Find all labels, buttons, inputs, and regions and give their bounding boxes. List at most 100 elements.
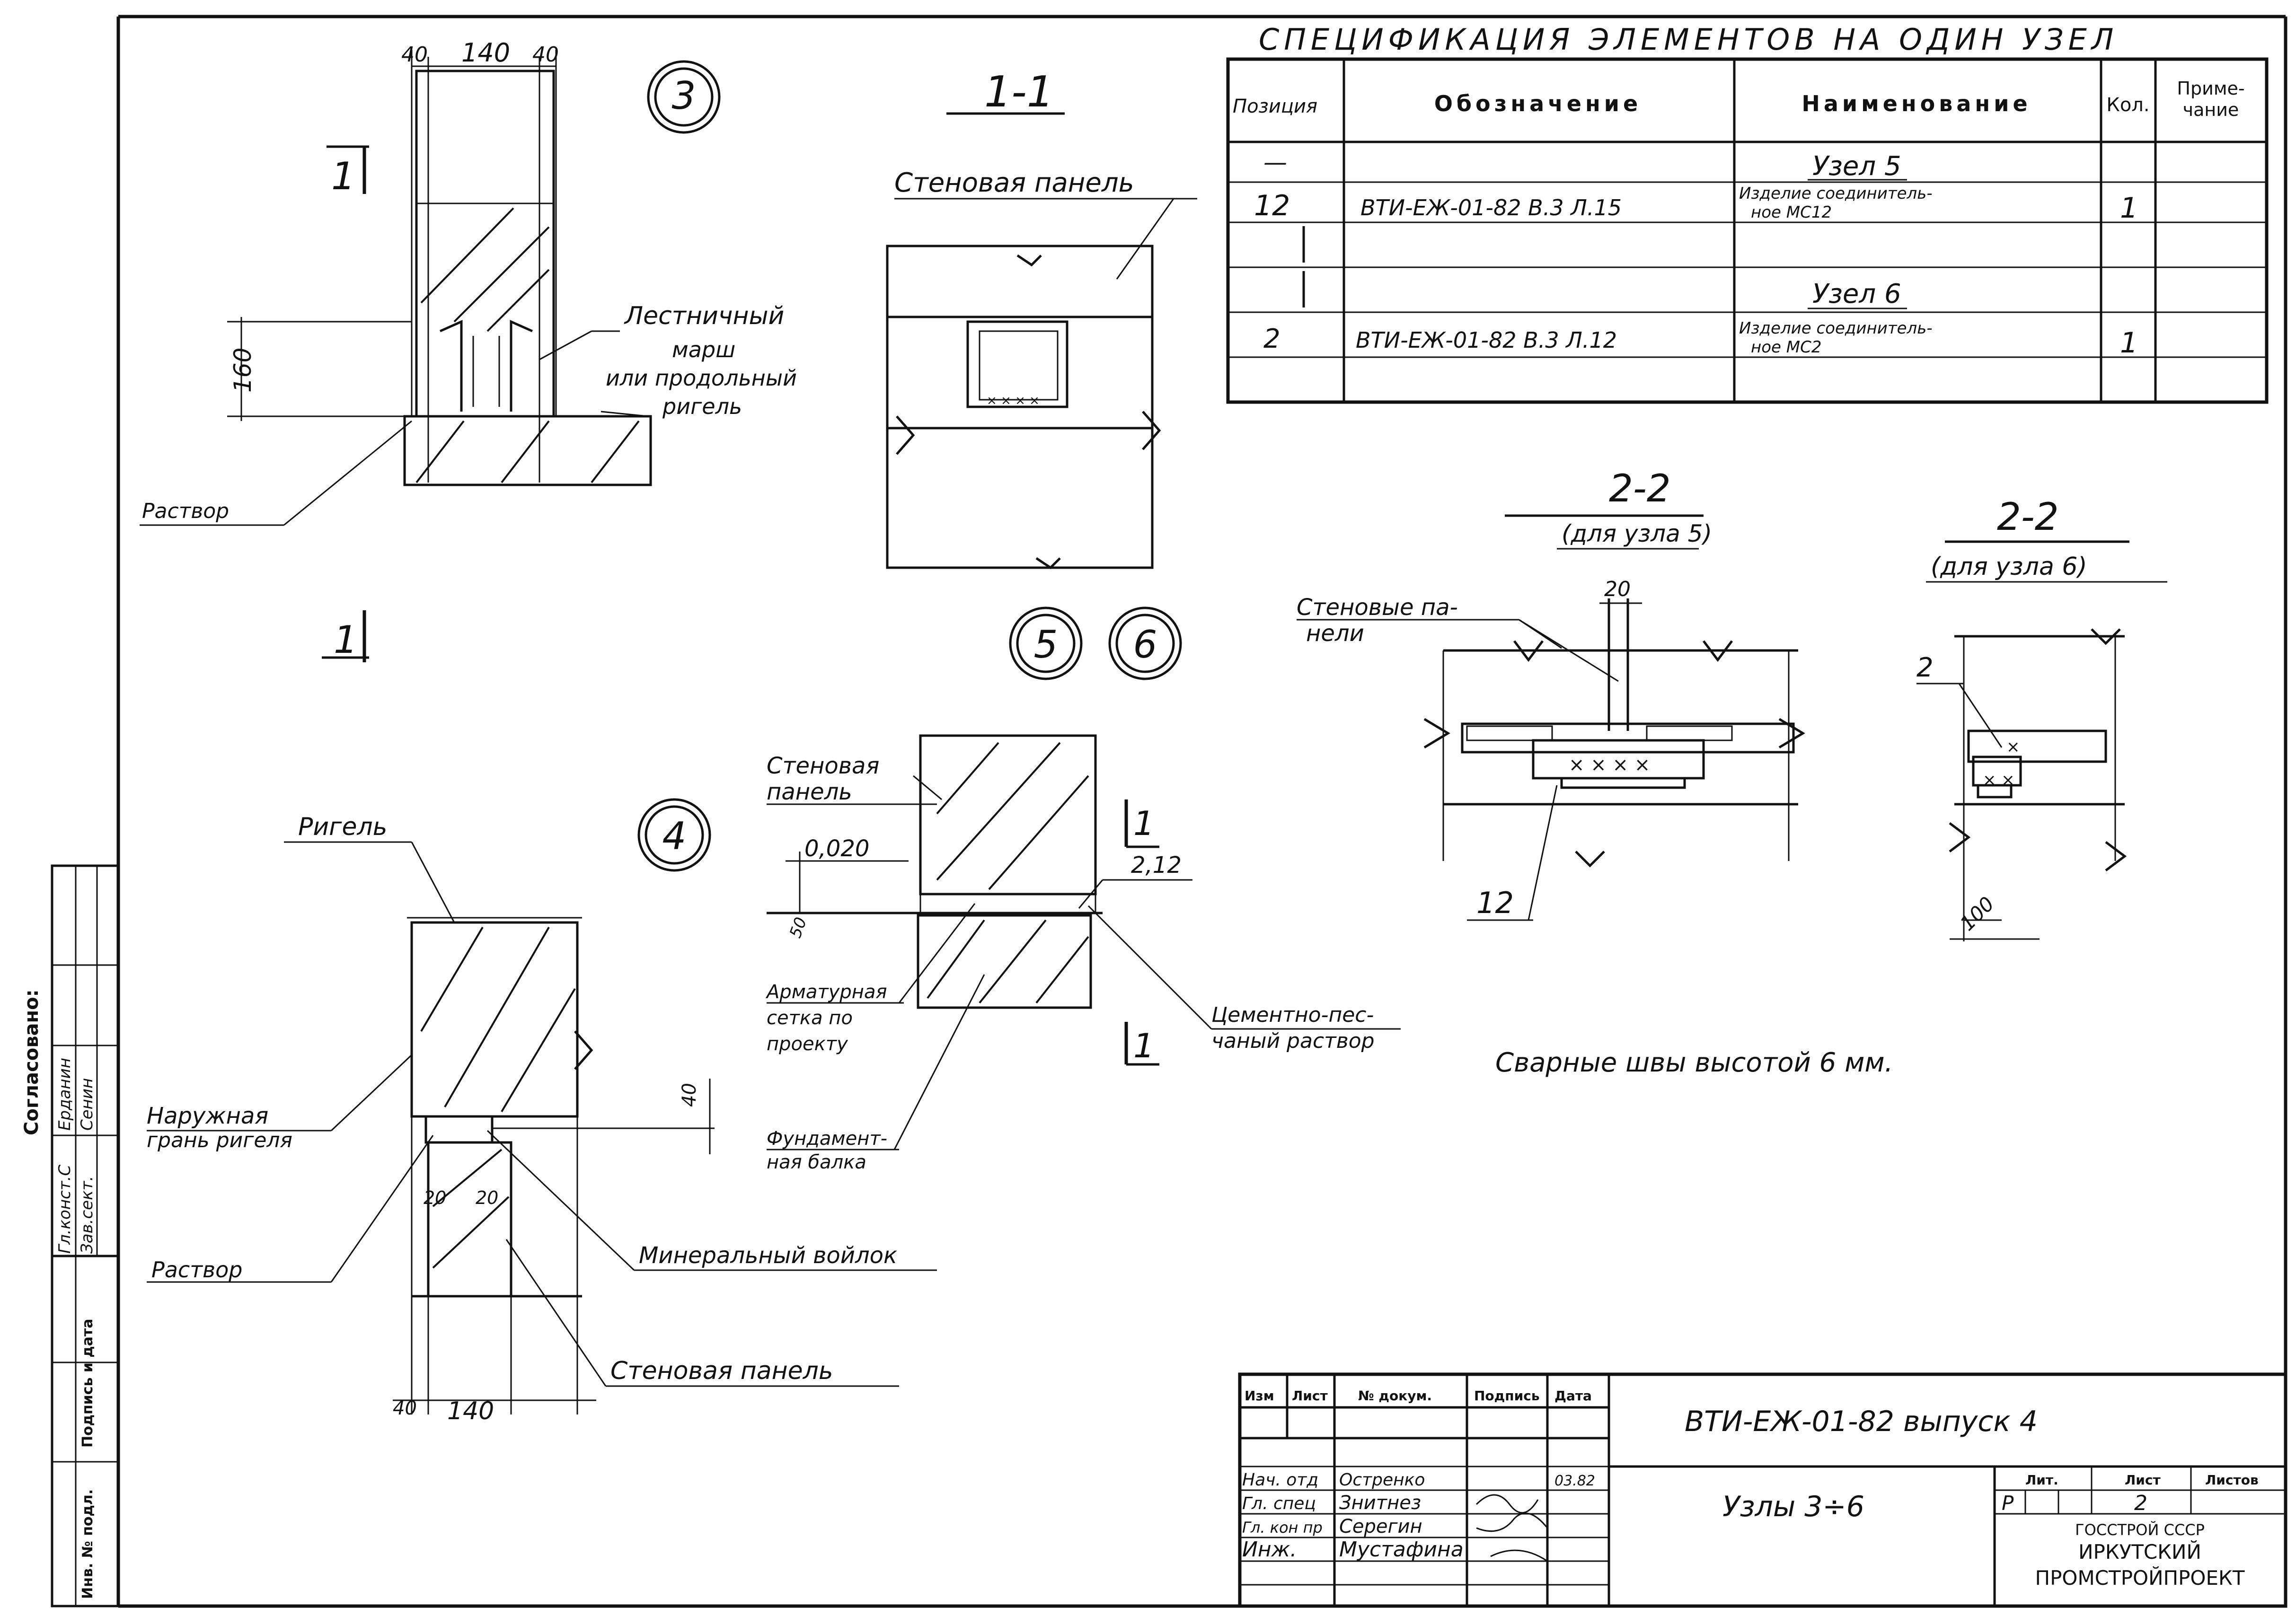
side-stamp: Согласовано: Гл.конст.С Зав.сект. Ердани… <box>21 864 120 1607</box>
node-4-label-rigel: Ригель <box>298 813 387 841</box>
spec-col-code: Обозначение <box>1434 91 1642 116</box>
tb-org-3: ПРОМСТРОЙПРОЕКТ <box>2035 1566 2245 1590</box>
side-name1: Ерданин <box>55 1058 74 1131</box>
node-56-label-panel-2: панель <box>767 779 852 805</box>
tb-name: Узлы 3÷6 <box>1722 1490 1864 1523</box>
node-5-6-drawing: Стеновая панель 0,020 50 2,12 <box>765 734 1401 1173</box>
node-4-label-outer-1: Наружная <box>147 1103 268 1129</box>
section-2-2-node5: 2-2 (для узла 5) Стеновые па- нели 20 × … <box>1297 466 1805 921</box>
svg-text:× × × ×: × × × × <box>1569 754 1650 776</box>
tb-stage-h: Лит. <box>2025 1472 2058 1488</box>
node-56-elev-2: 2,12 <box>1131 852 1182 878</box>
tb-person-name: Знитнез <box>1339 1492 1421 1514</box>
section-22a-subtitle: (для узла 5) <box>1562 520 1712 547</box>
node-4-label-panel: Стеновая панель <box>610 1357 833 1385</box>
tb-code: ВТИ-ЕЖ-01-82 выпуск 4 <box>1685 1405 2038 1438</box>
tb-signature <box>1475 1494 1548 1562</box>
tb-sheet: 2 <box>2134 1491 2147 1515</box>
node-56-elev-1: 0,020 <box>804 835 869 862</box>
node-3-cut-mark-2: 1 <box>334 618 358 662</box>
spec-row-name: Узел 6 <box>1812 279 1901 309</box>
spec-row-qty: 1 <box>2120 326 2138 360</box>
node-4-label-outer-2: грань ригеля <box>147 1128 292 1152</box>
node-4-circle-label: 4 <box>662 814 687 858</box>
tb-h-doc: № докум. <box>1358 1388 1432 1404</box>
node-56-cut-bot: 1 <box>1133 1027 1155 1065</box>
node-3-label-stair-3: или продольный <box>606 365 797 391</box>
tb-person-role: Инж. <box>1242 1537 1297 1562</box>
tb-person-name: Серегин <box>1339 1516 1422 1537</box>
node-4-dim-140: 140 <box>447 1397 494 1425</box>
node-3-label-mortar: Раствор <box>142 499 229 523</box>
tb-sheet-h: Лист <box>2125 1472 2161 1488</box>
node-56-label-cement-2: чаный раствор <box>1211 1029 1375 1053</box>
section-1-1-drawing: 1-1 Стеновая панель × × × × <box>886 67 1197 570</box>
tb-org-1: ГОССТРОЙ СССР <box>2075 1521 2205 1539</box>
side-name2: Сенин <box>78 1078 97 1131</box>
side-row2: Зав.сект. <box>78 1176 97 1254</box>
node-3-label-stair-4: ригель <box>662 394 742 419</box>
node-5-6-circles: 5 6 <box>1009 606 1182 680</box>
spec-row-name: Изделие соединитель- <box>1739 184 1933 203</box>
node-56-label-mesh-1: Арматурная <box>765 981 887 1003</box>
node-3-label-stair-2: марш <box>672 337 735 362</box>
spec-row-name2: ное МС12 <box>1751 203 1832 222</box>
section-22a-label-panels-1: Стеновые па- <box>1297 594 1458 621</box>
spec-row-pos: 2 <box>1263 324 1280 354</box>
tb-person-role: Гл. спец <box>1242 1494 1316 1513</box>
node-4-drawing: 4 Ригель 40 20 20 40 <box>147 798 937 1425</box>
node-56-label-mesh-3: проекту <box>767 1033 848 1055</box>
tb-stage: Р <box>2002 1492 2014 1515</box>
side-agreed: Согласовано: <box>21 989 43 1135</box>
spec-row-code: ВТИ-ЕЖ-01-82 В.3 Л.15 <box>1360 195 1622 220</box>
node-4-dim-20b: 20 <box>476 1187 498 1208</box>
spec-col-pos: Позиция <box>1233 96 1317 117</box>
spec-col-qty: Кол. <box>2106 94 2149 116</box>
section-22b-dim-100: 100 <box>1955 892 1998 935</box>
node-5-circle-label: 5 <box>1034 623 1058 667</box>
tb-h-izm: Изм <box>1245 1388 1274 1404</box>
node-4-dim-20a: 20 <box>424 1187 446 1208</box>
svg-text:× ×: × × <box>1983 771 2015 790</box>
section-22a-title: 2-2 <box>1609 466 1671 510</box>
tb-person-name: Остренко <box>1339 1470 1425 1490</box>
tb-sheets-h: Листов <box>2205 1472 2259 1488</box>
section-22b-pos: 2 <box>1916 652 1934 683</box>
side-sign-date: Подпись и дата <box>79 1319 96 1448</box>
svg-text:×: × <box>2006 738 2020 756</box>
side-row1: Гл.конст.С <box>55 1165 74 1254</box>
sheet-frame <box>116 15 2287 1608</box>
spec-col-name: Наименование <box>1801 91 2031 116</box>
section-22a-pos: 12 <box>1476 886 1514 920</box>
node-3-dim-140: 140 <box>461 38 510 68</box>
node-6-circle-label: 6 <box>1133 623 1157 667</box>
node-56-cut-top: 1 <box>1133 804 1155 843</box>
spec-row-name2: ное МС2 <box>1751 338 1821 357</box>
spec-row-name: Узел 5 <box>1812 151 1901 182</box>
tb-person-date: 03.82 <box>1554 1473 1595 1489</box>
node-3-circle-label: 3 <box>672 74 696 118</box>
section-1-1-label-panel: Стеновая панель <box>894 167 1134 198</box>
section-22b-subtitle: (для узла 6) <box>1931 553 2087 581</box>
tb-org-2: ИРКУТСКИЙ <box>2078 1540 2201 1563</box>
tb-h-list: Лист <box>1292 1388 1328 1404</box>
node-3-drawing: 3 40 140 40 160 <box>140 38 797 662</box>
node-3-dim-40b: 40 <box>532 43 559 67</box>
node-56-label-mesh-2: сетка по <box>767 1007 853 1029</box>
node-4-label-wool: Минеральный войлок <box>639 1242 897 1269</box>
side-inv: Инв. № подл. <box>79 1489 96 1599</box>
section-22b-title: 2-2 <box>1997 495 2059 539</box>
spec-row-name: Изделие соединитель- <box>1739 319 1933 338</box>
spec-row-code: ВТИ-ЕЖ-01-82 В.3 Л.12 <box>1356 327 1617 353</box>
node-4-dim-40: 40 <box>679 1083 700 1107</box>
section-22a-dim-20: 20 <box>1604 577 1631 601</box>
node-3-label-stair: Лестничный <box>624 302 784 330</box>
tb-person-role: Гл. кон пр <box>1242 1519 1323 1537</box>
spec-row-pos: — <box>1263 149 1287 176</box>
node-4-dim-40b: 40 <box>393 1397 417 1419</box>
spec-col-note1: Приме- <box>2177 78 2244 99</box>
node-56-label-found-2: ная балка <box>767 1151 866 1173</box>
weld-note: Сварные швы высотой 6 мм. <box>1495 1047 1893 1078</box>
node-56-label-cement-1: Цементно-пес- <box>1211 1003 1374 1027</box>
